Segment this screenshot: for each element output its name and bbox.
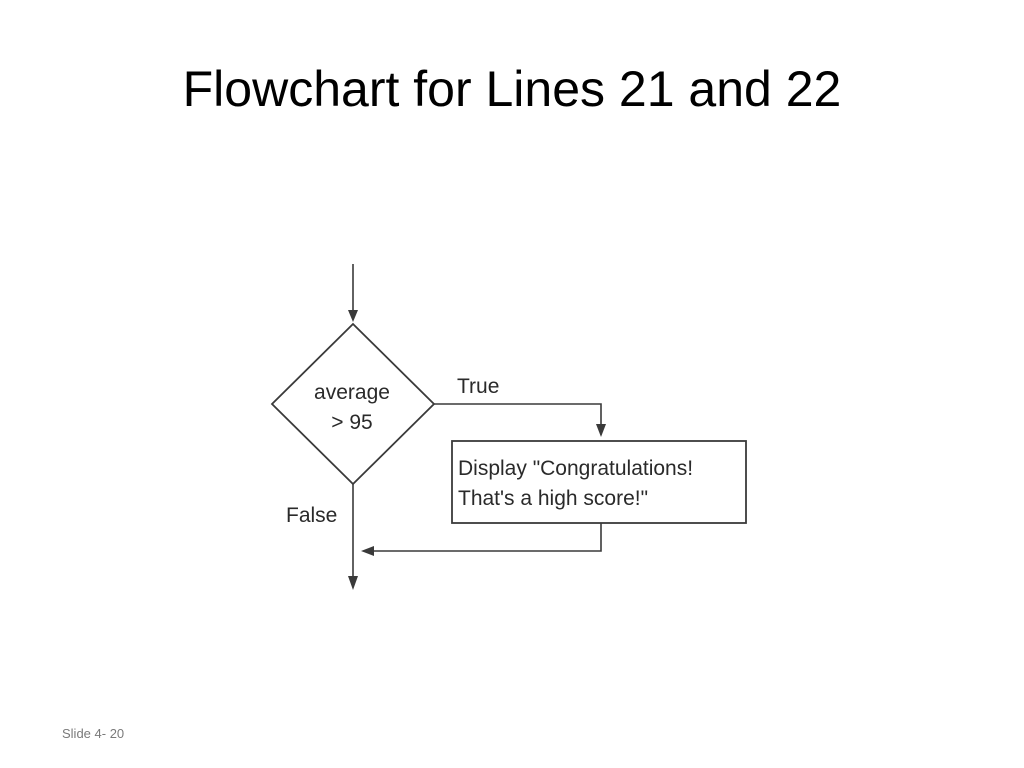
merge-arrow	[361, 523, 602, 556]
true-label: True	[457, 375, 499, 398]
slide-title: Flowchart for Lines 21 and 22	[182, 61, 842, 117]
decision-condition-line2: > 95	[331, 411, 372, 434]
true-branch: True	[434, 375, 606, 437]
slide-number: Slide 4- 20	[62, 726, 125, 741]
entry-arrow	[348, 264, 358, 322]
decision-node: average > 95	[270, 322, 436, 486]
process-box	[451, 440, 747, 524]
process-text-line1: Display "Congratulations!	[458, 457, 693, 480]
process-text-line2: That's a high score!"	[458, 487, 648, 510]
false-branch: False	[286, 484, 358, 590]
decision-condition-line1: average	[314, 381, 390, 404]
process-node: Display "Congratulations! That's a high …	[451, 440, 747, 524]
false-label: False	[286, 504, 337, 527]
decision-diamond	[270, 322, 436, 486]
